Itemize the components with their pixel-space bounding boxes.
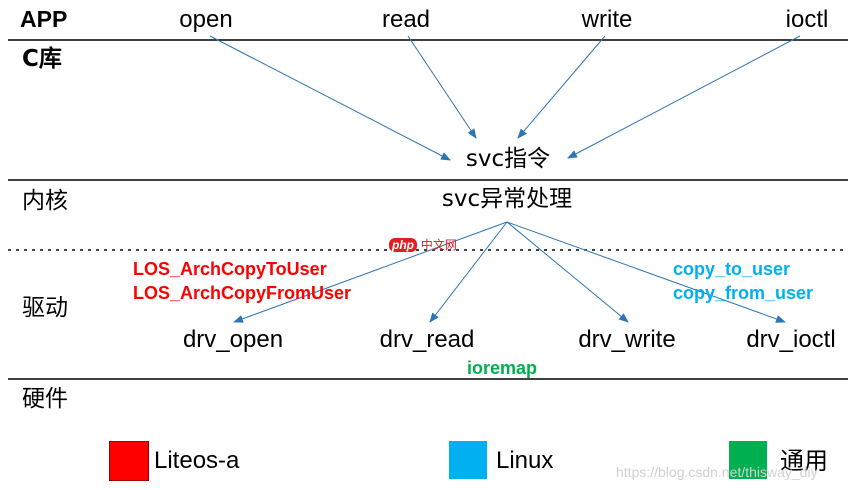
arrow-svc-drv-read: [429, 221, 508, 323]
watermark-url: https://blog.csdn.net/thisway_diy: [616, 464, 818, 480]
legend-label-linux: Linux: [496, 447, 554, 474]
arrow-ioctl-svc: [567, 35, 801, 159]
drv-write: drv_write: [578, 326, 676, 353]
linux-api-copy-to-user: copy_to_user: [673, 259, 791, 279]
liteos-api-copy-to-user: LOS_ArchCopyToUser: [133, 259, 327, 279]
svc-handler: svc异常处理: [441, 186, 573, 212]
drv-ioctl: drv_ioctl: [746, 326, 836, 353]
layer-label-clib: C库: [22, 46, 62, 72]
watermark-logo-php: php: [389, 238, 417, 252]
linux-api-copy-from-user: copy_from_user: [673, 283, 814, 303]
arrow-svc-drv-ioctl: [506, 221, 786, 323]
legend-label-common: 通用: [780, 447, 828, 475]
legend-swatch-common: [729, 441, 767, 479]
drv-read: drv_read: [379, 326, 475, 353]
arrow-svc-drv-open: [233, 221, 508, 323]
drv-open: drv_open: [182, 326, 284, 353]
arrow-open-svc: [209, 35, 451, 161]
common-api-ioremap: ioremap: [467, 358, 538, 378]
arrow-write-svc: [517, 35, 606, 139]
call-read: read: [381, 6, 431, 33]
layer-label-hardware: 硬件: [22, 386, 68, 412]
call-ioctl: ioctl: [785, 6, 829, 33]
arrow-read-svc: [407, 35, 477, 139]
arrow-svc-drv-write: [506, 221, 629, 323]
call-open: open: [179, 6, 233, 33]
watermark-logo-cn: 中文网: [420, 238, 457, 252]
legend-label-liteos: Liteos-a: [154, 447, 240, 474]
layer-label-kernel: 内核: [22, 188, 68, 214]
legend-swatch-liteos: [109, 441, 149, 481]
watermark-logo: php 中文网: [389, 236, 457, 253]
svc-instruction: svc指令: [465, 146, 551, 172]
liteos-api-copy-from-user: LOS_ArchCopyFromUser: [133, 283, 352, 303]
layer-label-driver: 驱动: [22, 295, 68, 321]
legend-swatch-linux: [449, 441, 487, 479]
layer-label-app: APP: [20, 6, 68, 32]
call-write: write: [581, 6, 633, 33]
